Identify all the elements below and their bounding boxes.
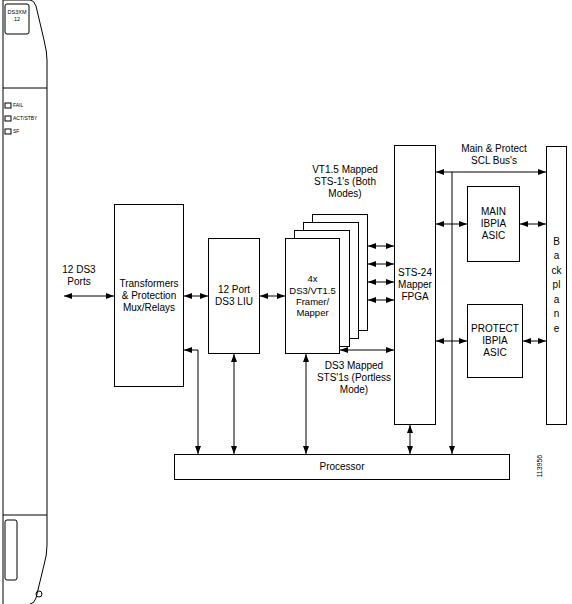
led-label: SF (13, 128, 45, 134)
port-label: 12 DS3 Ports (50, 264, 108, 288)
figure-number: 113956 (536, 446, 544, 486)
top-ejector (3, 0, 47, 88)
box-text: Backplane (552, 235, 562, 337)
box-text: Processor (319, 461, 364, 473)
screw (36, 591, 42, 597)
signal-connector (340, 350, 394, 351)
signal-connector (436, 224, 467, 225)
liu-box: 12 Port DS3 LIU (208, 238, 260, 354)
signal-connector (306, 354, 307, 454)
scl-tap (452, 172, 453, 454)
led-label: FAIL (13, 102, 45, 108)
port-arrow (64, 296, 114, 297)
led (5, 129, 11, 134)
signal-label: VT1.5 Mapped STS-1's (Both Modes) (300, 164, 390, 200)
box-text: Transformers & Protection Mux/Relays (118, 278, 180, 314)
signal-label: DS3 Mapped STS'1s (Portless Mode) (316, 360, 392, 396)
box-text: MAIN IBPIA ASIC (471, 206, 516, 242)
signal-connector (436, 172, 546, 173)
backplane-box: Backplane (546, 146, 567, 425)
led (5, 103, 11, 108)
ejector-slot (5, 520, 17, 580)
bottom-ejector (3, 515, 47, 604)
framer-box: 4x DS3/VT1.5 Framer/ Mapper (285, 238, 340, 354)
box-text: PROTECT IBPIA ASIC (471, 323, 519, 359)
signal-connector (260, 296, 285, 297)
signal-connector (184, 296, 208, 297)
signal-connector (520, 224, 546, 225)
box-text: STS-24 Mapper FPGA (398, 267, 432, 303)
processor-box: Processor (174, 454, 510, 480)
ejector-slot (5, 4, 29, 34)
asic-box: PROTECT IBPIA ASIC (467, 304, 523, 378)
sts1-arrows (368, 246, 394, 300)
transformer-box: Transformers & Protection Mux/Relays (114, 204, 184, 387)
signal-connector (523, 341, 546, 342)
card-name: DS3XM 12 (5, 9, 29, 22)
signal-connector (410, 425, 411, 454)
bus-label: Main & Protect SCL Bus's (452, 143, 536, 167)
box-text: 12 Port DS3 LIU (212, 284, 256, 308)
signal-connector (436, 341, 467, 342)
signal-connector (234, 354, 235, 454)
led-label: ACT/STBY (13, 115, 46, 121)
faceplate (3, 0, 47, 604)
signal-connector (184, 350, 198, 454)
box-text: 4x DS3/VT1.5 Framer/ Mapper (289, 273, 336, 319)
led (5, 116, 11, 121)
fpga-box: STS-24 Mapper FPGA (394, 145, 436, 425)
asic-box: MAIN IBPIA ASIC (467, 186, 520, 262)
